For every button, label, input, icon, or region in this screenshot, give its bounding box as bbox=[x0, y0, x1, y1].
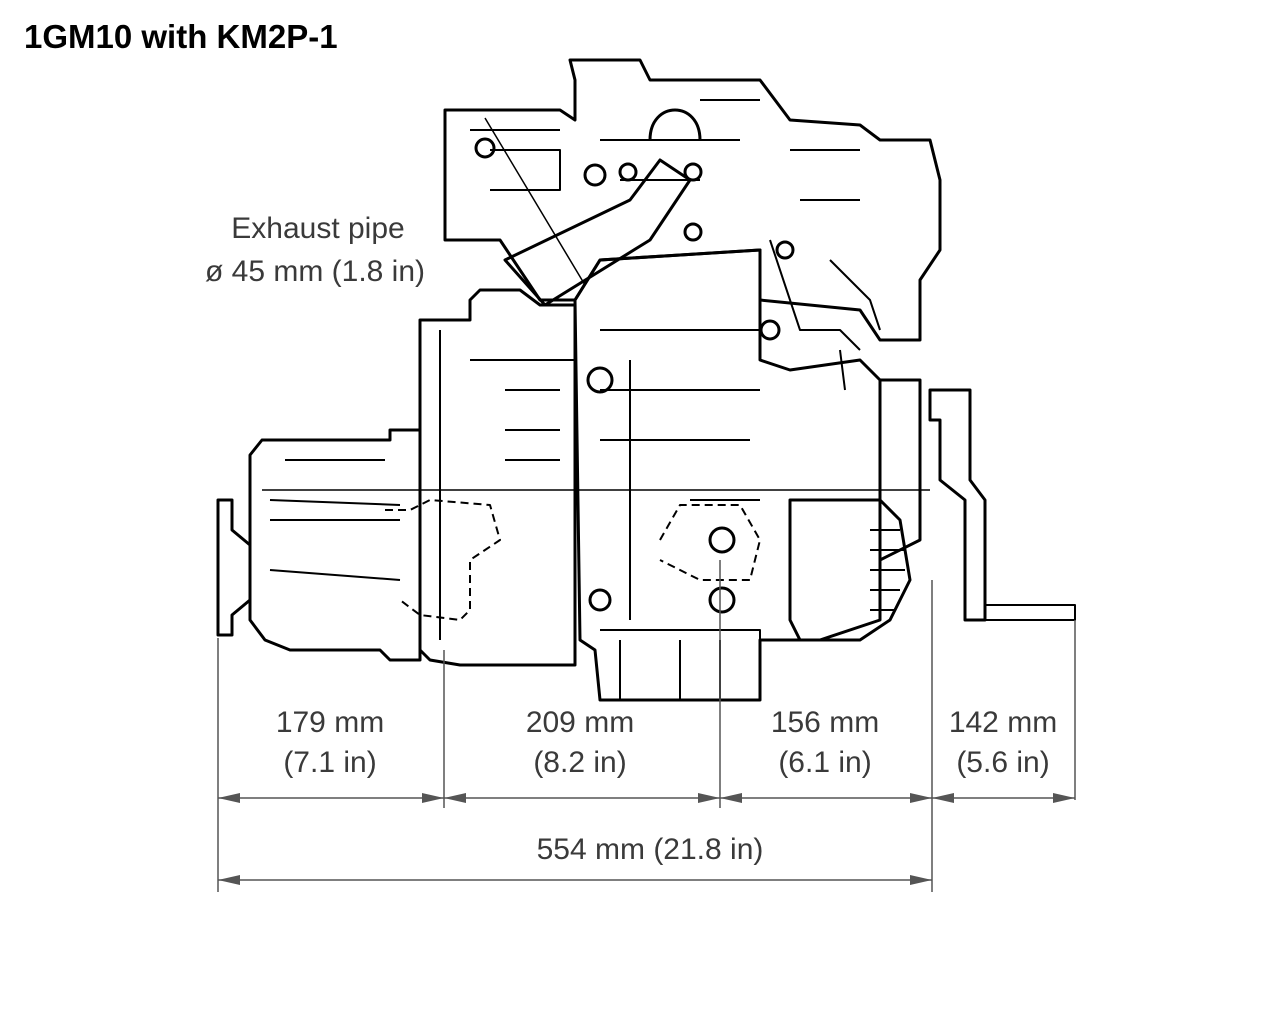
front-cover bbox=[878, 378, 922, 562]
exhaust-pipe-shape bbox=[503, 158, 692, 307]
dimension-3-mm: 156 mm bbox=[770, 706, 880, 739]
total-length: 554 mm (21.8 in) bbox=[536, 833, 764, 866]
starter-motor bbox=[788, 498, 912, 642]
dimension-1-in: (7.1 in) bbox=[283, 746, 377, 779]
crank-handle bbox=[928, 388, 987, 622]
diagram-title: 1GM10 with KM2P-1 bbox=[24, 18, 338, 55]
gearbox-housing bbox=[248, 428, 422, 662]
exhaust-label: Exhaust pipe bbox=[231, 212, 405, 245]
bell-housing bbox=[418, 288, 577, 667]
exhaust-diameter: ø 45 mm (1.8 in) bbox=[204, 255, 426, 288]
dimension-3-in: (6.1 in) bbox=[778, 746, 872, 779]
dimension-1-mm: 179 mm bbox=[275, 706, 385, 739]
dimension-arrows bbox=[218, 793, 1075, 885]
output-flange bbox=[216, 498, 252, 637]
dimension-4-in: (5.6 in) bbox=[956, 746, 1050, 779]
dimension-2-in: (8.2 in) bbox=[533, 746, 627, 779]
engine-block bbox=[573, 248, 882, 702]
dimension-4-mm: 142 mm bbox=[948, 706, 1058, 739]
dimension-2-mm: 209 mm bbox=[525, 706, 635, 739]
cylinder-head bbox=[443, 58, 942, 342]
